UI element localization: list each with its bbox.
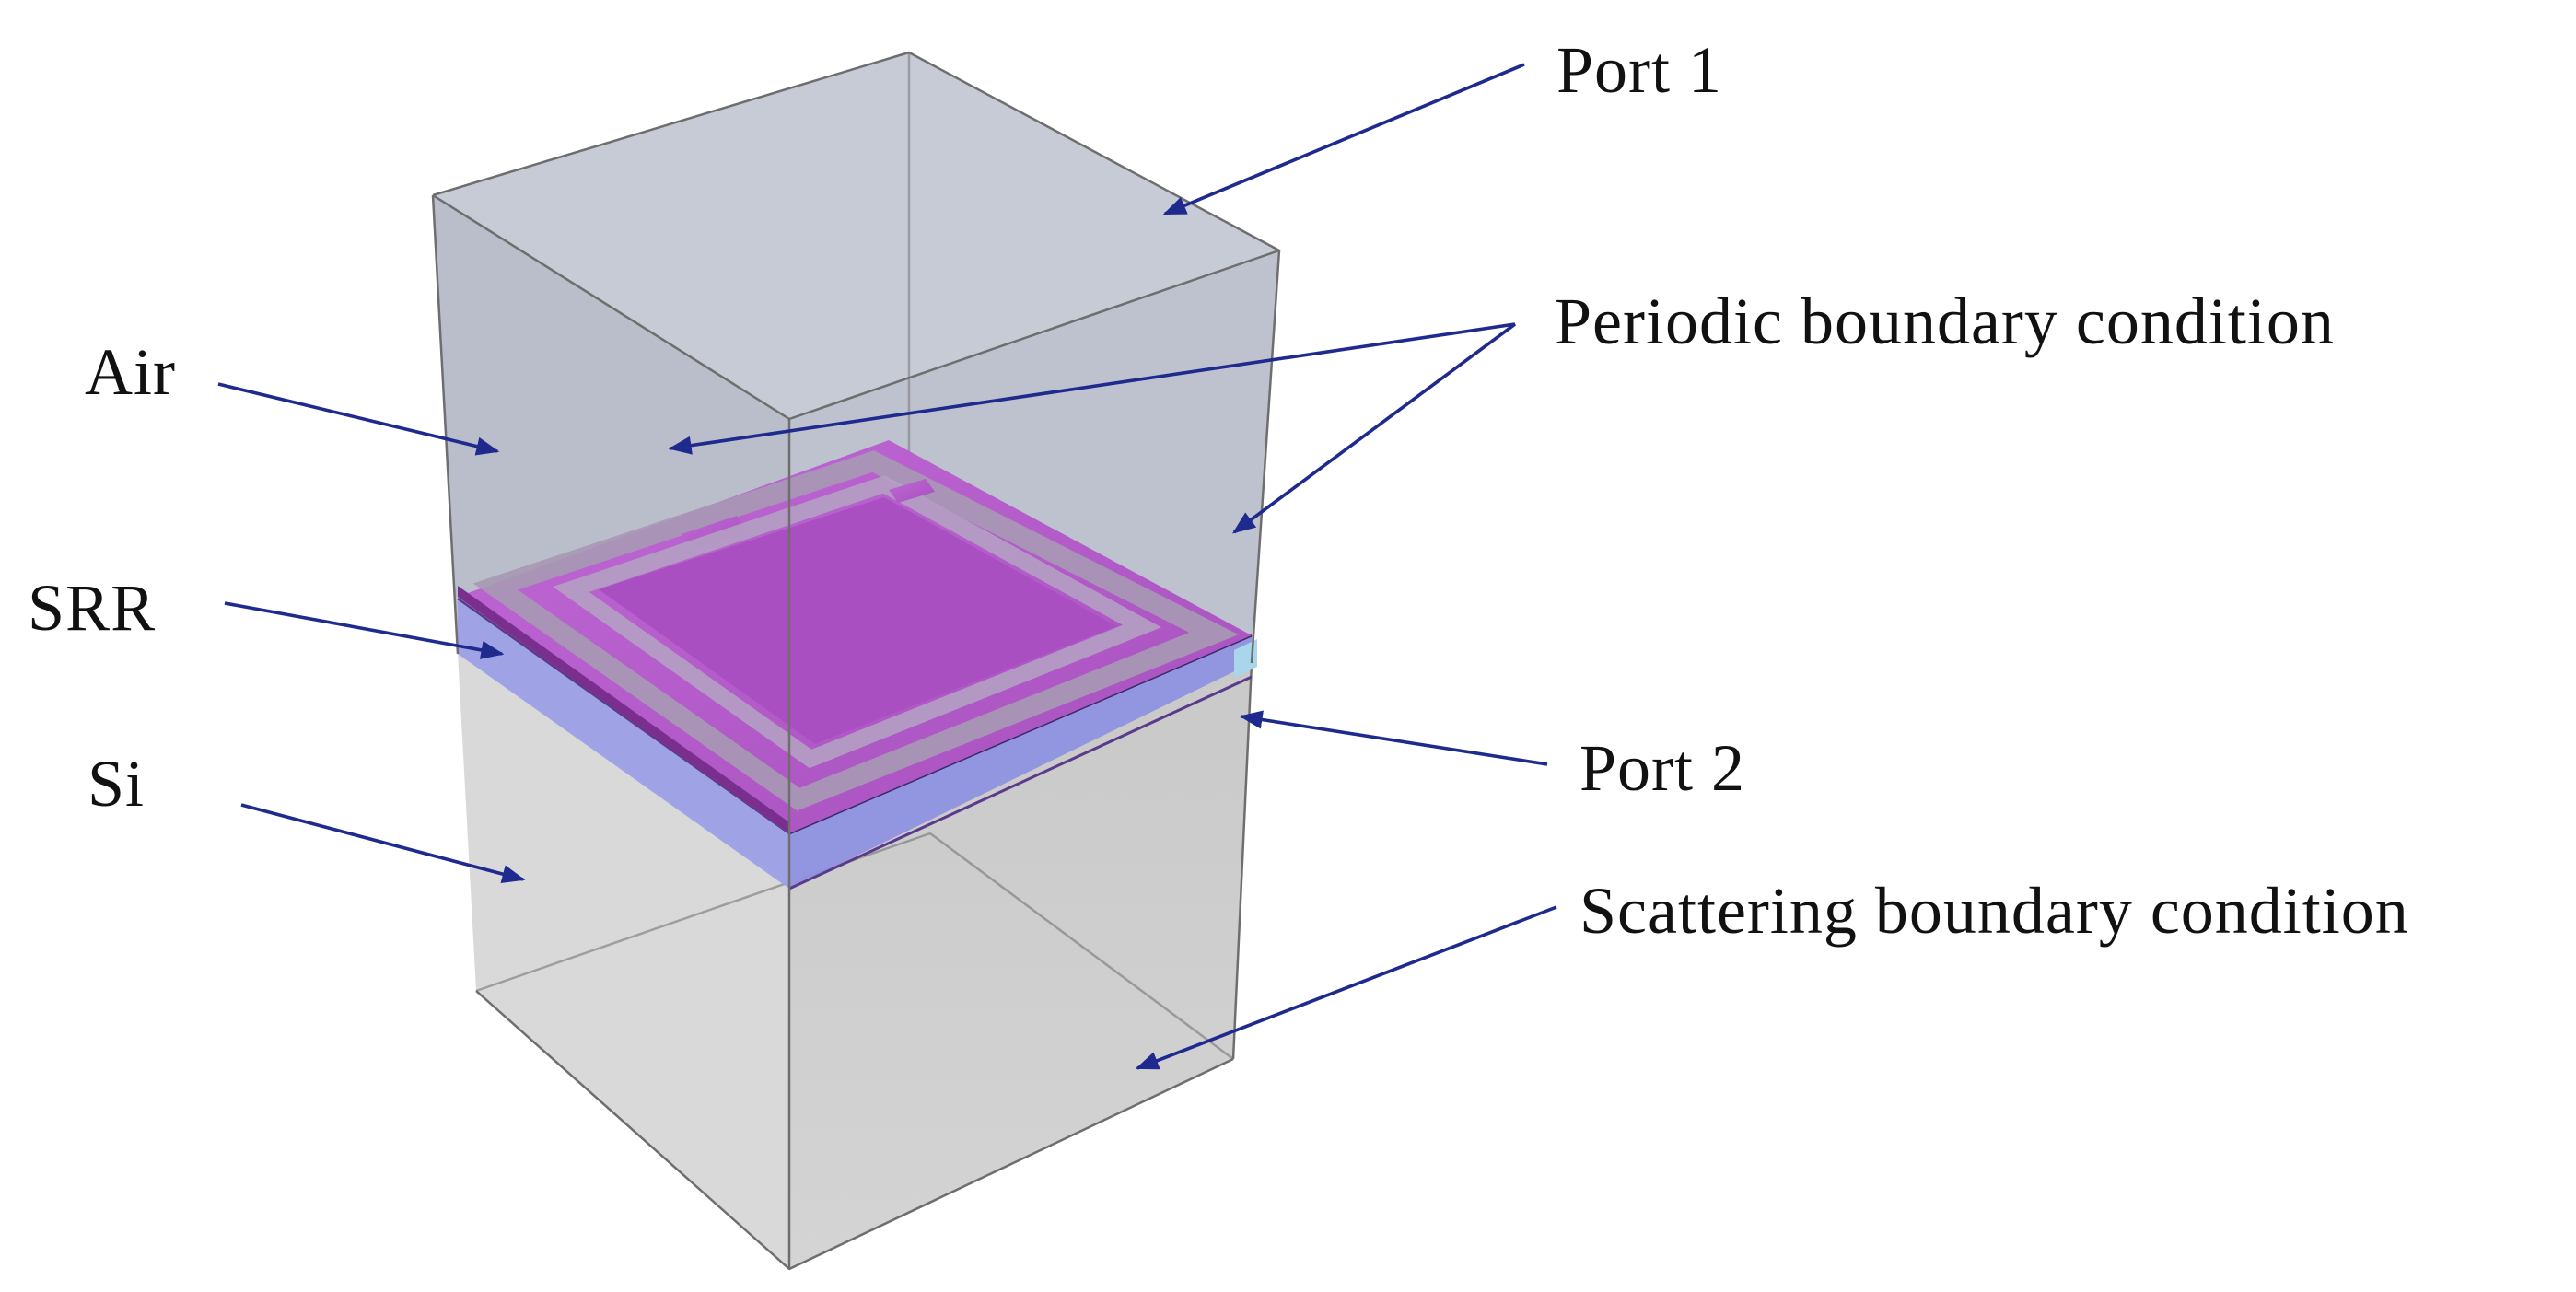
arrow-scattering xyxy=(1135,905,1557,1070)
label-air: Air xyxy=(85,335,176,409)
arrow-periodic-left xyxy=(668,322,1516,455)
si-right-face xyxy=(789,663,1252,1269)
substrate-layer xyxy=(457,597,1257,890)
label-si: Si xyxy=(87,747,145,821)
srr-layer xyxy=(458,440,1252,833)
arrow-periodic-right xyxy=(1231,322,1517,534)
arrow-srr xyxy=(224,601,505,659)
srr-inner-ring xyxy=(553,475,1162,769)
label-scattering: Scattering boundary condition xyxy=(1579,874,2409,948)
label-periodic: Periodic boundary condition xyxy=(1555,285,2335,358)
arrow-si xyxy=(240,803,526,883)
label-srr: SRR xyxy=(28,571,156,645)
arrow-port1 xyxy=(1162,63,1525,215)
arrow-port2 xyxy=(1239,710,1548,766)
srr-inner-patch xyxy=(599,497,1116,744)
annotation-arrows xyxy=(217,63,1557,1070)
arrow-air xyxy=(217,382,500,456)
label-port1: Port 1 xyxy=(1556,33,1722,107)
si-left-face xyxy=(458,654,789,1269)
annotation-labels: Port 1 Periodic boundary condition Air S… xyxy=(28,33,2409,948)
label-port2: Port 2 xyxy=(1579,731,1745,805)
block-outline xyxy=(431,51,1281,1269)
srr-outer-ring xyxy=(472,450,1239,811)
